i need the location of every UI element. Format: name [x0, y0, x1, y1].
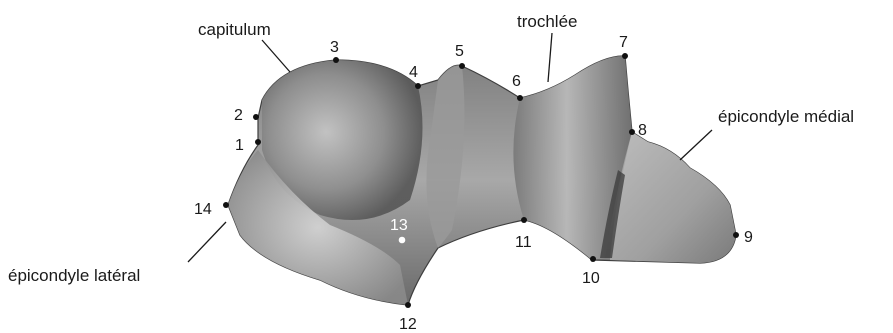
trochlee-leader — [548, 33, 552, 82]
landmark-point-10 — [590, 256, 596, 262]
landmark-point-1 — [255, 139, 261, 145]
landmark-point-11 — [521, 217, 527, 223]
landmark-number-3: 3 — [330, 39, 339, 56]
landmark-point-9 — [733, 232, 739, 238]
landmark-point-13 — [399, 237, 406, 244]
medial-leader — [680, 130, 712, 160]
landmark-number-2: 2 — [234, 107, 243, 124]
landmark-point-14 — [223, 202, 229, 208]
landmark-number-5: 5 — [455, 43, 464, 60]
landmark-number-1: 1 — [235, 137, 244, 154]
landmark-number-13: 13 — [390, 217, 408, 234]
label-capitulum: capitulum — [198, 20, 271, 39]
lateral-leader — [188, 222, 226, 262]
landmark-point-3 — [333, 57, 339, 63]
landmark-point-7 — [622, 53, 628, 59]
label-trochlee: trochlée — [517, 12, 577, 31]
landmark-number-6: 6 — [512, 73, 521, 90]
landmark-point-8 — [629, 129, 635, 135]
landmark-point-2 — [253, 114, 259, 120]
landmark-number-12: 12 — [399, 316, 417, 333]
landmark-number-7: 7 — [619, 34, 628, 51]
landmark-point-12 — [405, 302, 411, 308]
landmark-number-8: 8 — [638, 122, 647, 139]
landmark-number-14: 14 — [194, 201, 212, 218]
label-epicondyle-medial: épicondyle médial — [718, 107, 854, 126]
capitulum-leader — [262, 40, 290, 72]
label-epicondyle-lateral: épicondyle latéral — [8, 266, 140, 285]
landmark-number-10: 10 — [582, 270, 600, 287]
landmark-number-11: 11 — [515, 234, 532, 251]
landmark-point-6 — [517, 95, 523, 101]
landmark-point-5 — [459, 63, 465, 69]
medial-epicondyle-region — [610, 132, 736, 263]
landmark-number-9: 9 — [744, 229, 753, 246]
landmark-point-4 — [415, 83, 421, 89]
landmark-number-4: 4 — [409, 64, 418, 81]
